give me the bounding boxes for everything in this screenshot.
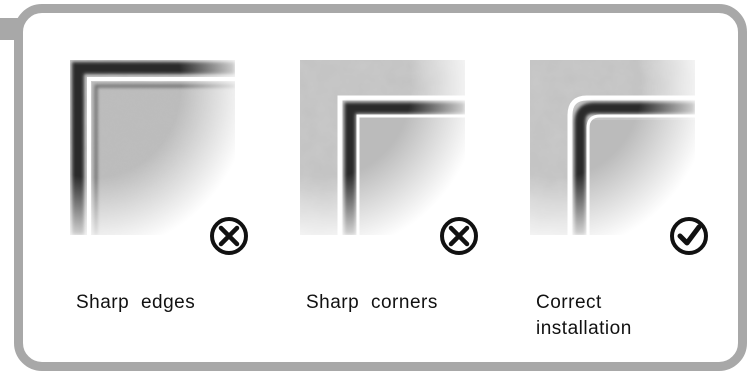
check-icon: [668, 215, 710, 257]
sharp-edges-illustration: [70, 60, 235, 235]
cross-icon: [438, 215, 480, 257]
panel-sharp-corners: Sharp corners: [300, 60, 500, 360]
panel-correct-installation: Correct installation: [530, 60, 730, 360]
caption-sharp-edges: Sharp edges: [76, 290, 276, 316]
sharp-corners-illustration: [300, 60, 465, 235]
correct-installation-illustration: [530, 60, 695, 235]
caption-correct-installation: Correct installation: [536, 290, 666, 342]
caption-sharp-corners: Sharp corners: [306, 290, 506, 316]
cross-icon: [208, 215, 250, 257]
panel-sharp-edges: Sharp edges: [70, 60, 270, 360]
